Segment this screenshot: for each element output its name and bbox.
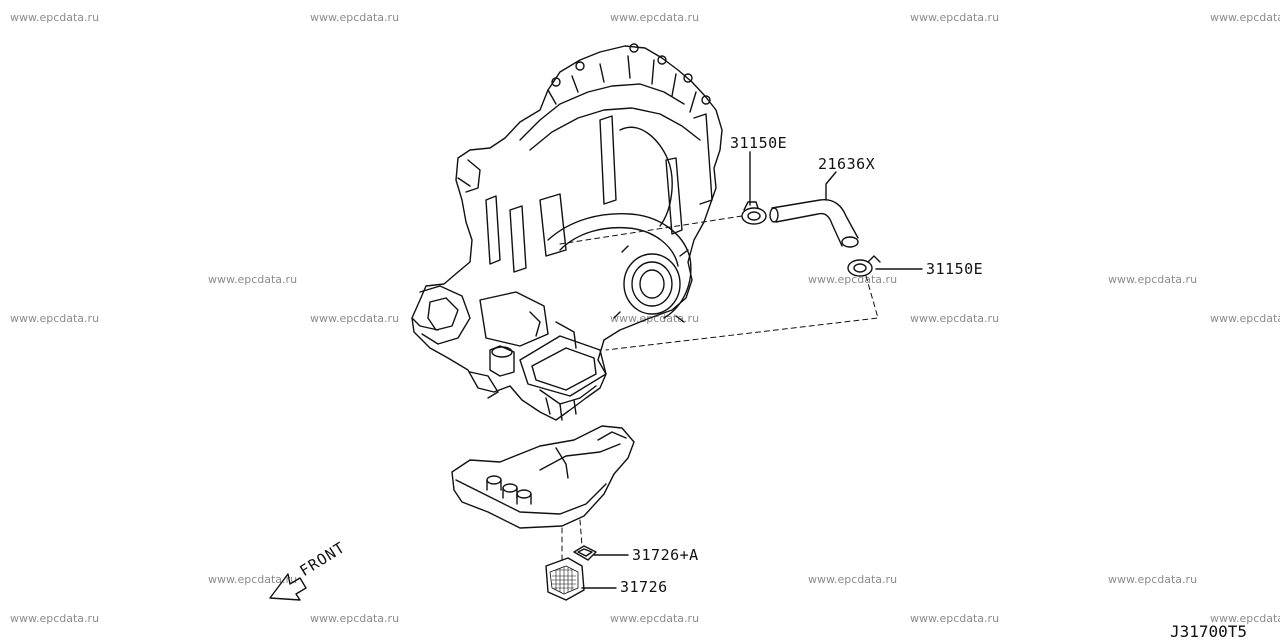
installation-lines xyxy=(559,215,879,561)
watermark: www.epcdata.ru xyxy=(910,612,1000,625)
watermark: www.epcdata.ru xyxy=(10,11,100,24)
transmission-assembly xyxy=(411,43,723,421)
watermark: www.epcdata.ru xyxy=(610,11,700,24)
watermark: www.epcdata.ru xyxy=(310,11,400,24)
watermark: www.epcdata.ru xyxy=(910,11,1000,24)
oil-strainer-body xyxy=(451,425,635,529)
front-arrow-icon xyxy=(269,573,307,601)
watermark: www.epcdata.ru xyxy=(808,273,898,286)
callout-strainer: 31726 xyxy=(620,578,668,596)
strainer-oring-part xyxy=(573,545,597,561)
watermark: www.epcdata.ru xyxy=(610,312,700,325)
leader-lines xyxy=(581,151,923,589)
watermark: www.epcdata.ru xyxy=(1108,273,1198,286)
watermark: www.epcdata.ru xyxy=(10,612,100,625)
watermark: www.epcdata.ru xyxy=(208,273,298,286)
watermark: www.epcdata.ru xyxy=(910,312,1000,325)
callout-hose-clamp-lower: 31150E xyxy=(926,260,984,278)
callout-strainer-oring: 31726+A xyxy=(632,546,699,564)
watermark: www.epcdata.ru xyxy=(808,573,898,586)
watermark: www.epcdata.ru xyxy=(208,573,298,586)
watermark: www.epcdata.ru xyxy=(610,612,700,625)
watermark: www.epcdata.ru xyxy=(310,312,400,325)
callout-hose: 21636X xyxy=(818,155,876,173)
hose-part xyxy=(769,199,859,248)
watermark: www.epcdata.ru xyxy=(1108,573,1198,586)
hose-clamp-lower-part xyxy=(847,255,881,277)
strainer-screen-part xyxy=(545,557,585,601)
hose-clamp-upper-part xyxy=(741,201,767,225)
watermark: www.epcdata.ru xyxy=(1210,312,1280,325)
watermark: www.epcdata.ru xyxy=(1210,612,1280,625)
diagram-id: J31700T5 xyxy=(1170,622,1248,641)
watermark: www.epcdata.ru xyxy=(10,312,100,325)
watermark: www.epcdata.ru xyxy=(310,612,400,625)
callout-hose-clamp-upper: 31150E xyxy=(730,134,788,152)
watermark: www.epcdata.ru xyxy=(1210,11,1280,24)
